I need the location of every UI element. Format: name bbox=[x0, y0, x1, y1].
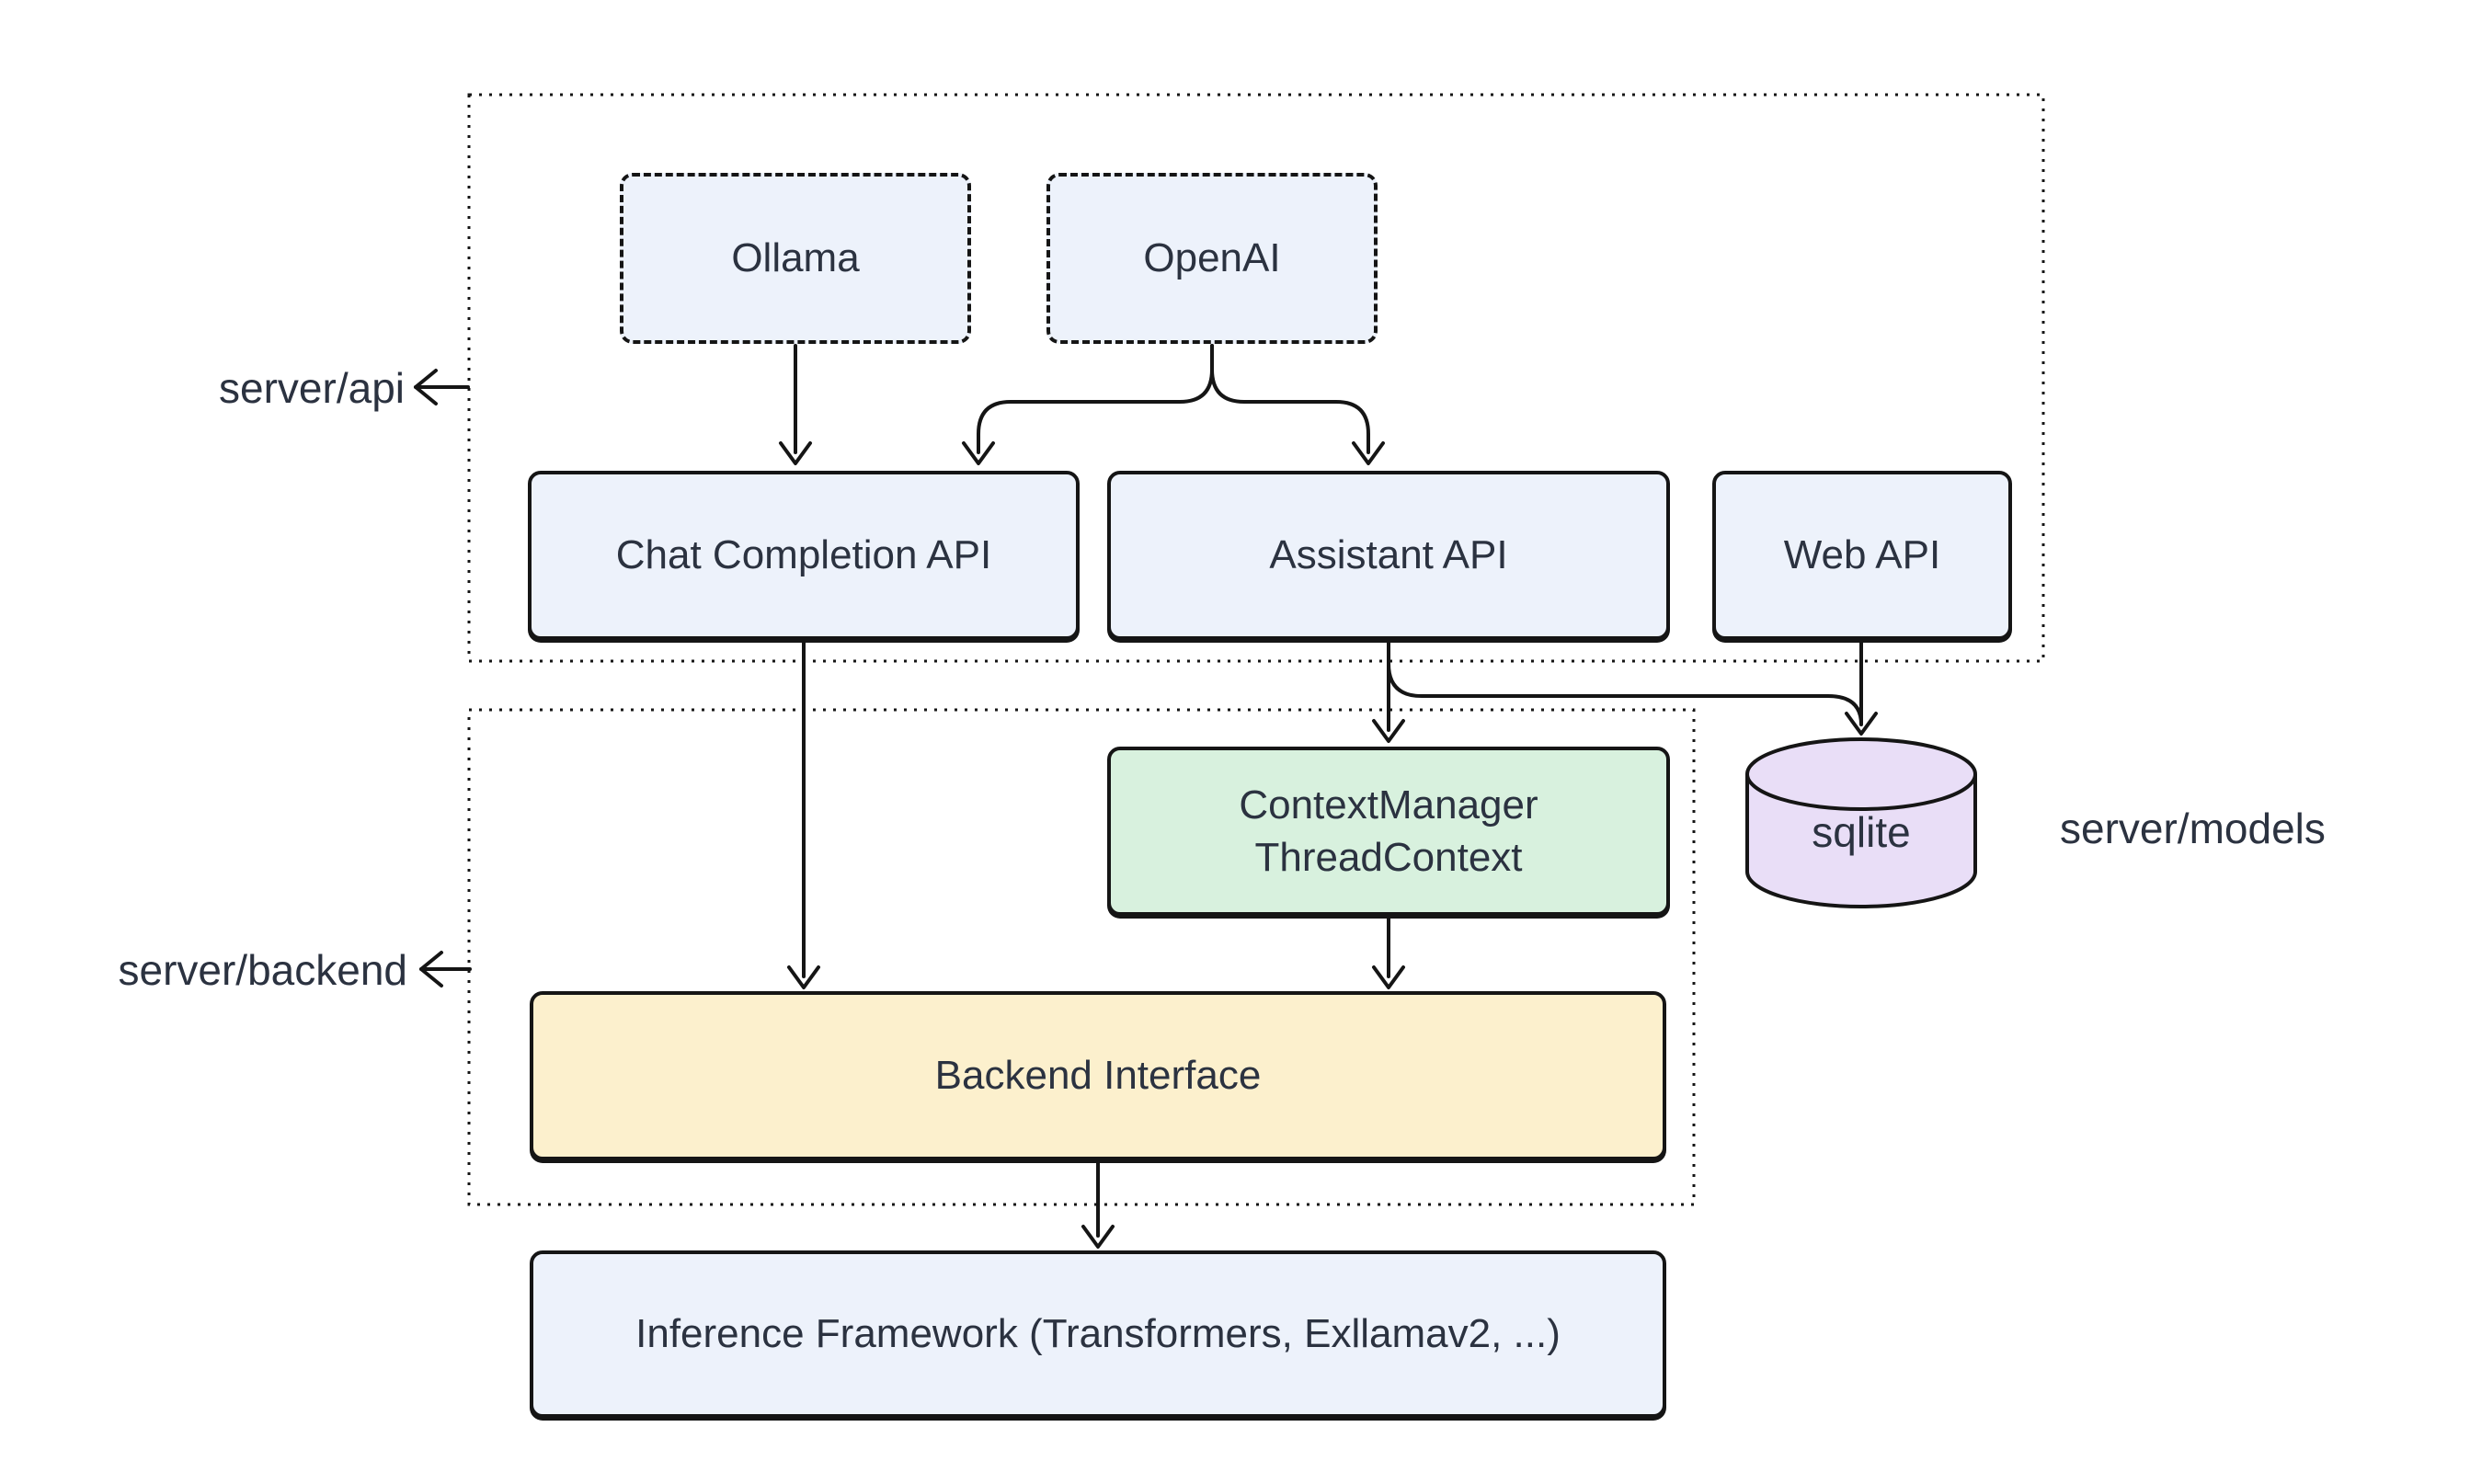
node-chat-completion-api-label: Chat Completion API bbox=[615, 532, 992, 578]
sqlite-cylinder-top bbox=[1745, 737, 1977, 811]
server-api-label-arrow bbox=[414, 369, 470, 405]
edge-ollama-to-chat-completion bbox=[779, 344, 812, 465]
edge-context-manager-to-backend-interface bbox=[1372, 914, 1405, 989]
node-inference-framework-label: Inference Framework (Transformers, Exlla… bbox=[635, 1311, 1561, 1357]
edge-openai-to-chat-completion bbox=[962, 344, 1214, 465]
edge-chat-completion-to-backend-interface bbox=[787, 638, 820, 989]
sqlite-cylinder-body bbox=[1745, 774, 1977, 908]
edge-openai-to-assistant bbox=[1210, 344, 1385, 465]
node-backend-interface: Backend Interface bbox=[530, 991, 1666, 1160]
server-backend-label-arrow bbox=[419, 951, 472, 987]
node-context-manager-line1: ContextManager bbox=[1239, 782, 1538, 828]
edge-web-api-to-sqlite bbox=[1845, 638, 1878, 736]
node-ollama: Ollama bbox=[620, 173, 971, 344]
edge-backend-interface-to-inference bbox=[1081, 1159, 1115, 1249]
node-web-api-label: Web API bbox=[1783, 532, 1941, 578]
node-context-manager-line2: ThreadContext bbox=[1254, 835, 1523, 880]
node-assistant-api: Assistant API bbox=[1107, 471, 1670, 640]
node-sqlite-label: sqlite bbox=[1812, 808, 1911, 856]
node-backend-interface-label: Backend Interface bbox=[934, 1053, 1262, 1099]
node-context-manager: ContextManager ThreadContext bbox=[1107, 747, 1670, 916]
edge-assistant-to-sqlite bbox=[1387, 638, 1863, 726]
node-ollama-label: Ollama bbox=[731, 235, 860, 281]
node-assistant-api-label: Assistant API bbox=[1269, 532, 1508, 578]
server-models-label: server/models bbox=[2060, 805, 2326, 852]
server-backend-label: server/backend bbox=[118, 946, 408, 994]
server-api-container-border bbox=[467, 93, 2045, 663]
node-inference-framework: Inference Framework (Transformers, Exlla… bbox=[530, 1250, 1666, 1418]
node-openai-label: OpenAI bbox=[1143, 235, 1281, 281]
node-web-api: Web API bbox=[1712, 471, 2012, 640]
sqlite-cylinder-shape bbox=[1745, 737, 1977, 908]
node-openai: OpenAI bbox=[1046, 173, 1378, 344]
server-api-label: server/api bbox=[219, 364, 405, 412]
node-chat-completion-api: Chat Completion API bbox=[528, 471, 1080, 640]
